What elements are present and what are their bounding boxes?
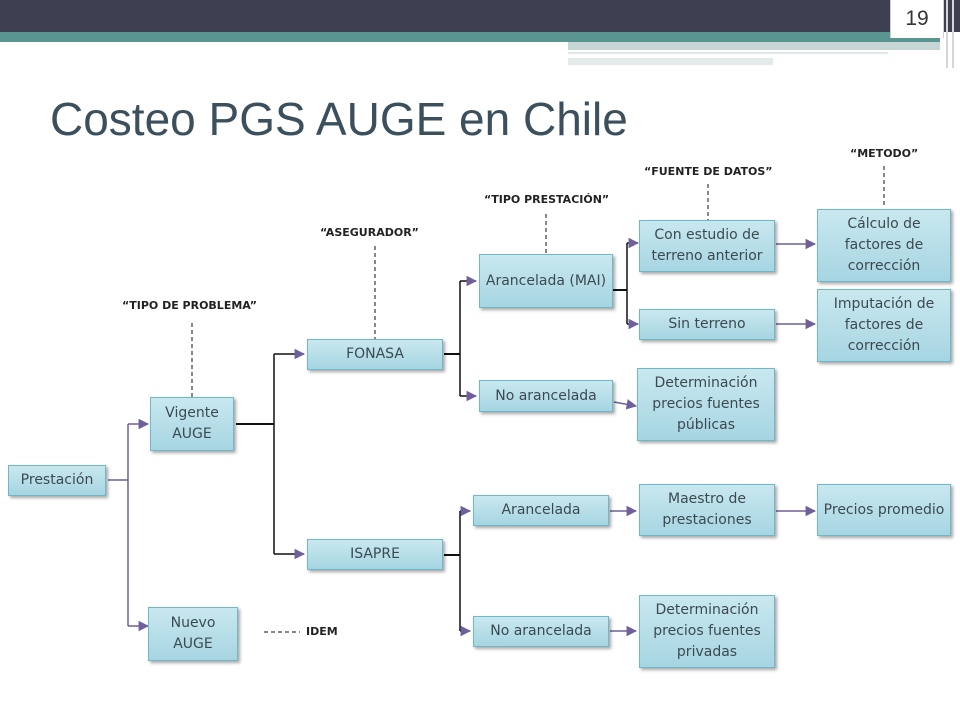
category-pointers bbox=[191, 166, 885, 633]
node-det-privadas: Determinación precios fuentes privadas bbox=[639, 595, 775, 668]
side-line bbox=[952, 0, 954, 68]
label-tipo-prestacion: “TIPO PRESTACIÓN” bbox=[484, 193, 610, 206]
accent-band-light bbox=[568, 42, 940, 50]
label-tipo-problema: “TIPO DE PROBLEMA” bbox=[122, 299, 258, 312]
node-imputacion: Imputación de factores de corrección bbox=[817, 289, 951, 362]
accent-band-lighter bbox=[568, 58, 773, 65]
page-number: 19 bbox=[890, 0, 944, 38]
node-maestro: Maestro de prestaciones bbox=[639, 484, 775, 536]
node-arancelada-isapre: Arancelada bbox=[473, 495, 609, 526]
arrows-purple bbox=[610, 238, 817, 637]
branch-isapre bbox=[444, 505, 472, 637]
node-sin-terreno: Sin terreno bbox=[639, 309, 775, 340]
node-con-estudio: Con estudio de terreno anterior bbox=[639, 220, 775, 272]
node-vigente-auge: Vigente AUGE bbox=[150, 397, 234, 451]
header-bar bbox=[0, 0, 960, 32]
side-line bbox=[946, 0, 948, 68]
node-isapre: ISAPRE bbox=[307, 539, 443, 570]
label-fuente-datos: “FUENTE DE DATOS” bbox=[644, 165, 773, 178]
slide-title: Costeo PGS AUGE en Chile bbox=[50, 93, 628, 145]
node-precios-promedio: Precios promedio bbox=[817, 484, 951, 536]
label-idem: IDEM bbox=[306, 625, 338, 638]
branch-vigente bbox=[236, 348, 306, 560]
node-det-publicas: Determinación precios fuentes públicas bbox=[637, 368, 775, 441]
label-asegurador: “ASEGURADOR” bbox=[320, 226, 419, 239]
node-prestacion: Prestación bbox=[8, 465, 106, 496]
node-no-arancelada-isapre: No arancelada bbox=[473, 616, 609, 647]
node-calculo: Cálculo de factores de corrección bbox=[817, 209, 951, 282]
node-arancelada-mai: Arancelada (MAI) bbox=[479, 254, 613, 308]
branch-fonasa bbox=[444, 275, 478, 402]
node-no-arancelada-fonasa: No arancelada bbox=[479, 380, 613, 412]
node-nuevo-auge: Nuevo AUGE bbox=[148, 607, 238, 661]
accent-band bbox=[0, 32, 940, 42]
branch-prestacion bbox=[108, 418, 150, 632]
accent-line bbox=[568, 52, 888, 54]
branch-arancelada-mai bbox=[613, 237, 640, 330]
node-fonasa: FONASA bbox=[307, 339, 443, 370]
label-metodo: “METODO” bbox=[850, 147, 919, 160]
